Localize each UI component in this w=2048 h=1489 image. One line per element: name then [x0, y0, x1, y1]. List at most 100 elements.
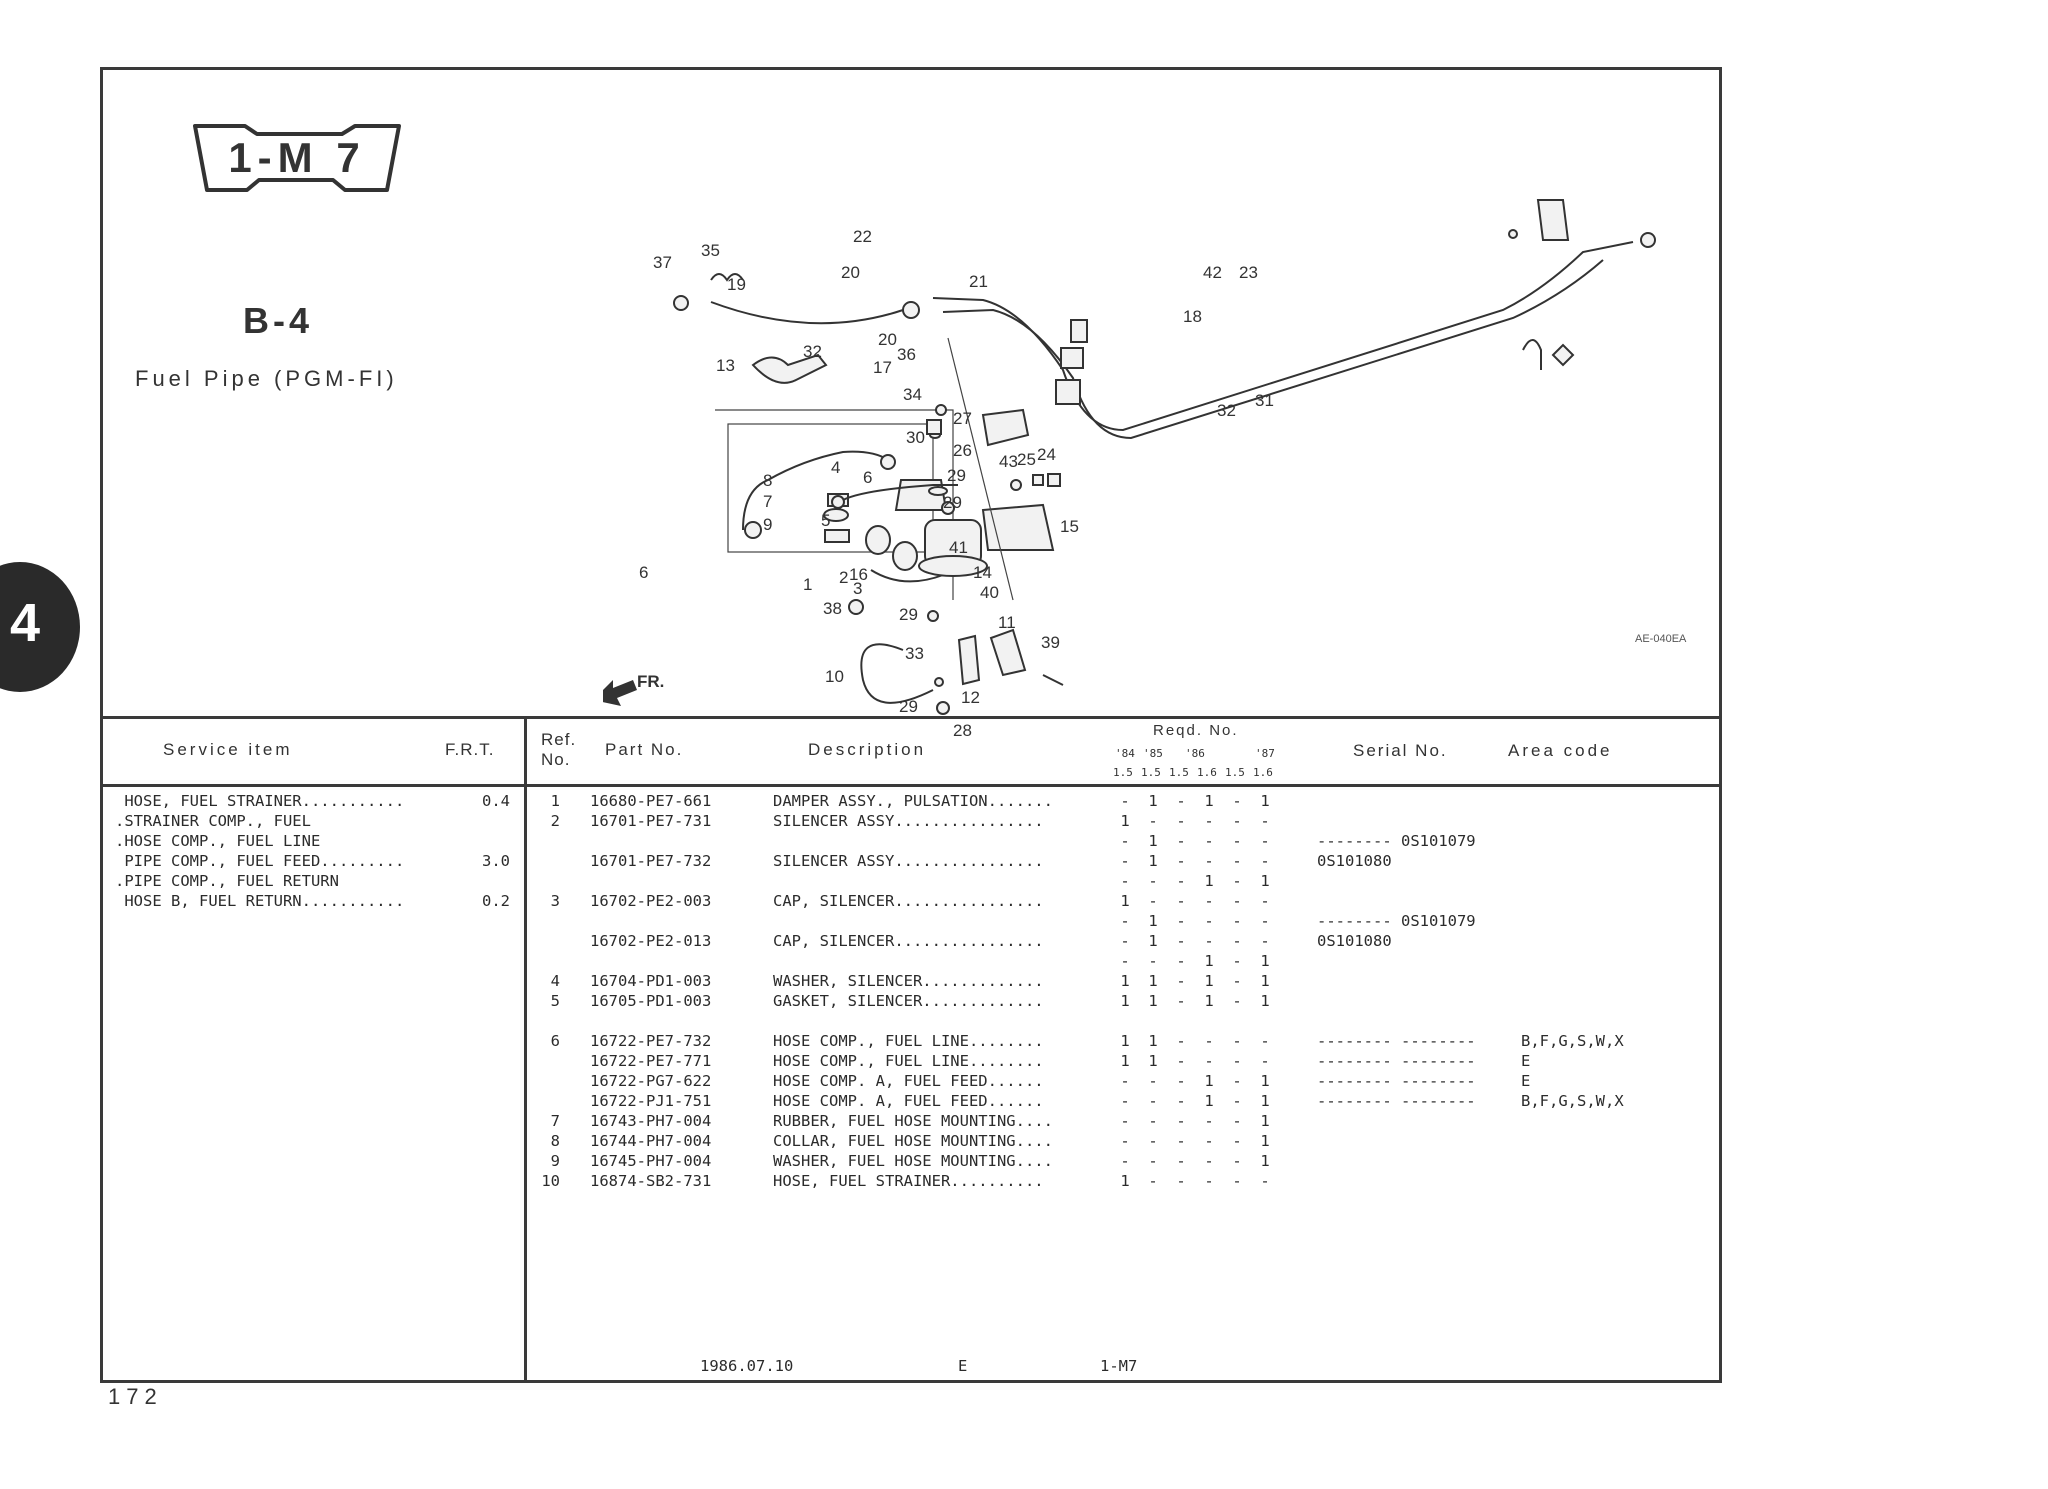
- part-description: RUBBER, FUEL HOSE MOUNTING....: [773, 1112, 1053, 1130]
- fuel-line-hose-icon: [842, 484, 958, 501]
- front-direction-label: FR.: [637, 672, 664, 691]
- required-qty: 1: [1260, 952, 1270, 970]
- callout-43: 43: [999, 452, 1018, 471]
- required-qty: -: [1176, 992, 1186, 1010]
- required-qty: -: [1232, 852, 1242, 870]
- required-qty: -: [1120, 852, 1130, 870]
- required-qty: -: [1176, 792, 1186, 810]
- callout-29-a: 29: [947, 466, 966, 485]
- screw-icon: [1508, 229, 1518, 239]
- part-description: HOSE COMP. A, FUEL FEED......: [773, 1092, 1044, 1110]
- service-item-row: .HOSE COMP., FUEL LINE: [115, 832, 510, 852]
- callout-35: 35: [701, 241, 720, 260]
- required-qty: -: [1148, 892, 1158, 910]
- engine-4: 1.6: [1197, 766, 1217, 779]
- callout-40: 40: [980, 583, 999, 602]
- callout-3: 3: [853, 579, 862, 598]
- required-qty: -: [1120, 1092, 1130, 1110]
- callout-9: 9: [763, 515, 772, 534]
- mounting-bracket-icon: [981, 503, 1055, 551]
- required-qty: -: [1120, 832, 1130, 850]
- ref-number: 7: [550, 1112, 560, 1130]
- part-description: HOSE COMP., FUEL LINE........: [773, 1052, 1044, 1070]
- part-description: DAMPER ASSY., PULSATION.......: [773, 792, 1053, 810]
- required-qty: -: [1204, 1172, 1214, 1190]
- callout-25: 25: [1017, 450, 1036, 469]
- callout-13: 13: [716, 356, 735, 375]
- required-qty: -: [1232, 1132, 1242, 1150]
- required-qty: -: [1176, 1112, 1186, 1130]
- service-item-frt: 0.2: [482, 892, 510, 910]
- ref-number: 4: [550, 972, 560, 990]
- required-qty: 1: [1148, 912, 1158, 930]
- required-qty: 1: [1260, 872, 1270, 890]
- silencer-icon: [865, 525, 891, 555]
- engine-6: 1.6: [1253, 766, 1273, 779]
- required-qty: -: [1176, 812, 1186, 830]
- serial-number: -------- --------: [1317, 1032, 1476, 1050]
- serial-no-header: Serial No.: [1353, 741, 1448, 760]
- required-qty: -: [1232, 892, 1242, 910]
- service-item-name: PIPE COMP., FUEL FEED.........: [115, 852, 405, 870]
- service-item-name: .STRAINER COMP., FUEL: [115, 812, 311, 830]
- part-number: 16701-PE7-731: [590, 812, 712, 830]
- required-qty: -: [1176, 892, 1186, 910]
- part-number: 16680-PE7-661: [590, 792, 712, 810]
- required-qty: -: [1176, 912, 1186, 930]
- part-no-header: Part No.: [605, 740, 684, 759]
- required-qty: 1: [1260, 1112, 1270, 1130]
- callout-5: 5: [821, 511, 830, 530]
- engine-5: 1.5: [1225, 766, 1245, 779]
- required-qty: 1: [1148, 832, 1158, 850]
- front-direction-arrow-icon: [603, 680, 637, 706]
- service-parts-divider: [524, 716, 527, 1380]
- required-qty: -: [1232, 1072, 1242, 1090]
- required-qty: -: [1176, 872, 1186, 890]
- callout-41: 41: [949, 538, 968, 557]
- required-qty: 1: [1260, 1152, 1270, 1170]
- part-description: WASHER, FUEL HOSE MOUNTING....: [773, 1152, 1053, 1170]
- required-qty: -: [1176, 952, 1186, 970]
- required-qty: -: [1176, 1072, 1186, 1090]
- required-qty: 1: [1120, 1052, 1130, 1070]
- area-code: B,F,G,S,W,X: [1521, 1092, 1624, 1110]
- service-item-name: HOSE B, FUEL RETURN...........: [115, 892, 405, 910]
- part-number: 16722-PE7-771: [590, 1052, 712, 1070]
- callout-32-a: 32: [803, 342, 822, 361]
- service-item-name: HOSE, FUEL STRAINER...........: [115, 792, 405, 810]
- part-description: HOSE, FUEL STRAINER..........: [773, 1172, 1044, 1190]
- callout-34: 34: [903, 385, 922, 404]
- ref-number: 1: [550, 792, 560, 810]
- badge-outline-icon: [193, 124, 401, 192]
- required-qty: -: [1120, 792, 1130, 810]
- part-description: SILENCER ASSY................: [773, 852, 1044, 870]
- callout-29-b: 29: [943, 493, 962, 512]
- required-qty: 1: [1148, 1032, 1158, 1050]
- diagram-table-divider: [103, 716, 1719, 719]
- callout-15: 15: [1060, 517, 1079, 536]
- required-qty: 1: [1204, 1072, 1214, 1090]
- required-qty: -: [1176, 832, 1186, 850]
- part-description: COLLAR, FUEL HOSE MOUNTING....: [773, 1132, 1053, 1150]
- service-item-frt: 0.4: [482, 792, 510, 810]
- year-87: '87: [1255, 747, 1275, 760]
- callout-8: 8: [763, 471, 772, 490]
- required-qty: -: [1260, 1052, 1270, 1070]
- required-qty: -: [1148, 952, 1158, 970]
- year-86: '86: [1185, 747, 1205, 760]
- required-qty: -: [1120, 1112, 1130, 1130]
- strainer-hose-icon: [860, 643, 934, 704]
- damper-bolt-icon: [926, 419, 942, 435]
- required-qty: -: [1204, 1132, 1214, 1150]
- required-qty: -: [1232, 1152, 1242, 1170]
- clamp-plate-icon: [751, 353, 828, 384]
- description-header: Description: [808, 740, 927, 759]
- header-body-divider: [103, 784, 1719, 787]
- callout-31: 31: [1255, 391, 1274, 410]
- callout-1: 1: [803, 575, 812, 594]
- callout-6: 6: [863, 468, 872, 487]
- required-qty: -: [1260, 852, 1270, 870]
- required-qty: -: [1148, 812, 1158, 830]
- required-qty: -: [1232, 872, 1242, 890]
- serial-number: -------- --------: [1317, 1052, 1476, 1070]
